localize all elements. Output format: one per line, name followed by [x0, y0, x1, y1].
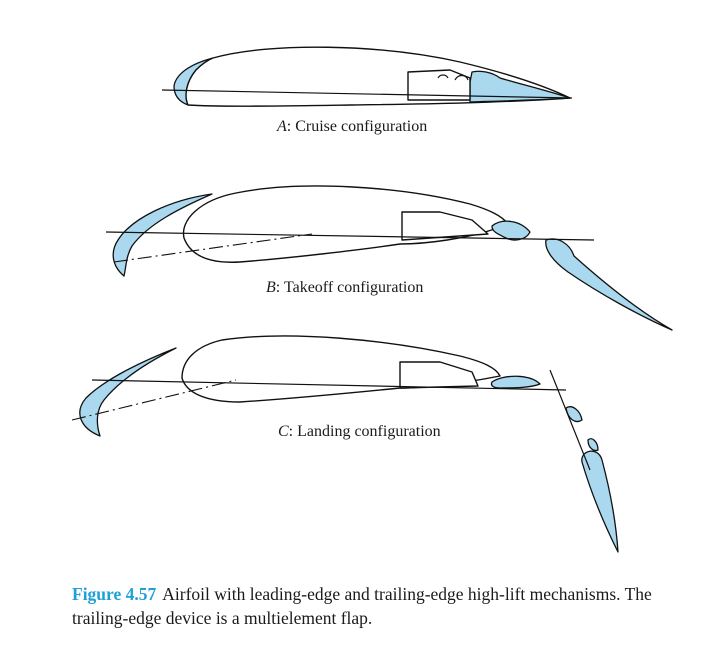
landing-chord-line [91, 379, 567, 391]
takeoff-main-airfoil [182, 185, 509, 263]
label-landing: C: Landing configuration [278, 423, 441, 440]
takeoff-slat [112, 193, 213, 277]
figure-label: Figure 4.57 [72, 584, 157, 604]
landing-vane-2 [565, 406, 583, 423]
takeoff-chord-line [105, 231, 595, 241]
airfoil-diagram [71, 46, 673, 553]
panel-a-cruise [161, 46, 573, 107]
takeoff-vane [491, 220, 531, 241]
landing-flap-axis [549, 369, 591, 471]
label-cruise: A: Cruise configuration [277, 118, 428, 135]
landing-vane-3 [587, 438, 599, 452]
caption-text: Airfoil with leading-edge and trailing-e… [72, 584, 652, 628]
panel-c-landing [71, 335, 619, 553]
takeoff-flap [545, 238, 673, 331]
label-takeoff: B: Takeoff configuration [266, 279, 424, 296]
takeoff-cove [401, 211, 489, 241]
landing-cove [399, 361, 479, 389]
cruise-flap [469, 70, 571, 103]
takeoff-reference-dashline [113, 233, 313, 263]
landing-reference-dashline [71, 379, 237, 421]
landing-flap [581, 450, 619, 553]
cruise-chord-line [161, 89, 573, 99]
panel-b-takeoff [105, 185, 673, 331]
landing-vane-1 [490, 375, 541, 389]
landing-slat [79, 347, 177, 437]
cruise-cove-curl [437, 74, 469, 81]
